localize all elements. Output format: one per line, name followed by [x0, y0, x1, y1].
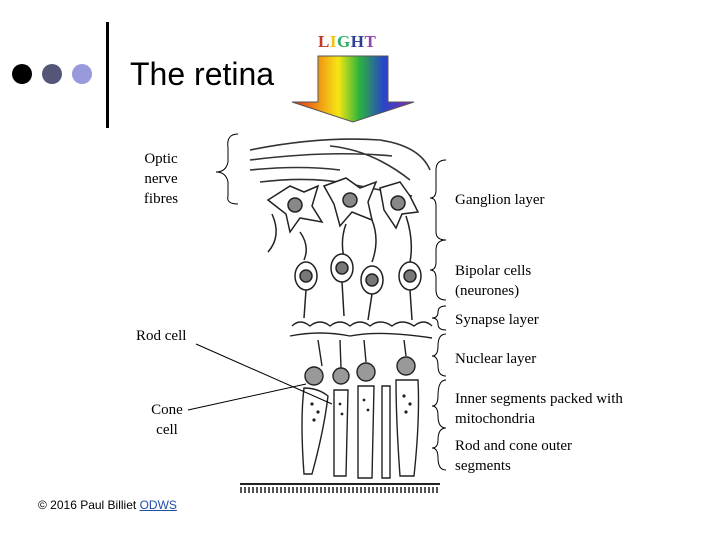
- right-brackets: [429, 159, 447, 471]
- rod-cell-label: Rod cell: [136, 328, 187, 344]
- nuclear-layer-label: Nuclear layer: [455, 351, 537, 367]
- light-letter: G: [336, 32, 351, 51]
- outer-segments-label: Rod and cone outer segments: [455, 438, 573, 474]
- light-letter: H: [350, 32, 365, 51]
- bullet-dot-1: [12, 64, 32, 84]
- title-divider: [106, 22, 109, 128]
- optic-bracket: [215, 133, 239, 205]
- footer: © 2016 Paul Billiet ODWS: [38, 498, 177, 512]
- bipolar-cells: [294, 253, 422, 321]
- bullet-dot-2: [42, 64, 62, 84]
- synapse-layer-label: Synapse layer: [455, 312, 539, 328]
- mitochondria-dots: [310, 394, 412, 422]
- slide-title: The retina: [130, 56, 275, 92]
- light-letter: I: [329, 32, 337, 51]
- inner-segments-label: Inner segments packed with mitochondria: [455, 391, 623, 427]
- bipolar-cells-label: Bipolar cells (neurones): [455, 263, 532, 299]
- cone-cell-label: Cone cell: [151, 402, 183, 438]
- ganglion-layer-label: Ganglion layer: [455, 192, 545, 208]
- light-label: LIGHT: [318, 32, 376, 52]
- rod-pointer: [195, 343, 333, 405]
- copyright-text: © 2016 Paul Billiet: [38, 498, 137, 512]
- optic-nerve-label: Optic nerve fibres: [143, 151, 179, 207]
- photoreceptor-segments: [301, 379, 420, 479]
- ganglion-cells: [266, 177, 420, 263]
- bullet-dot-3: [72, 64, 92, 84]
- odws-link[interactable]: ODWS: [139, 498, 177, 512]
- light-letter: L: [318, 32, 330, 51]
- photoreceptor-nuclei: [304, 339, 416, 386]
- light-arrow: [291, 55, 415, 123]
- light-letter: T: [364, 32, 377, 51]
- cone-pointer: [187, 383, 307, 411]
- synapse-layer: [289, 321, 433, 339]
